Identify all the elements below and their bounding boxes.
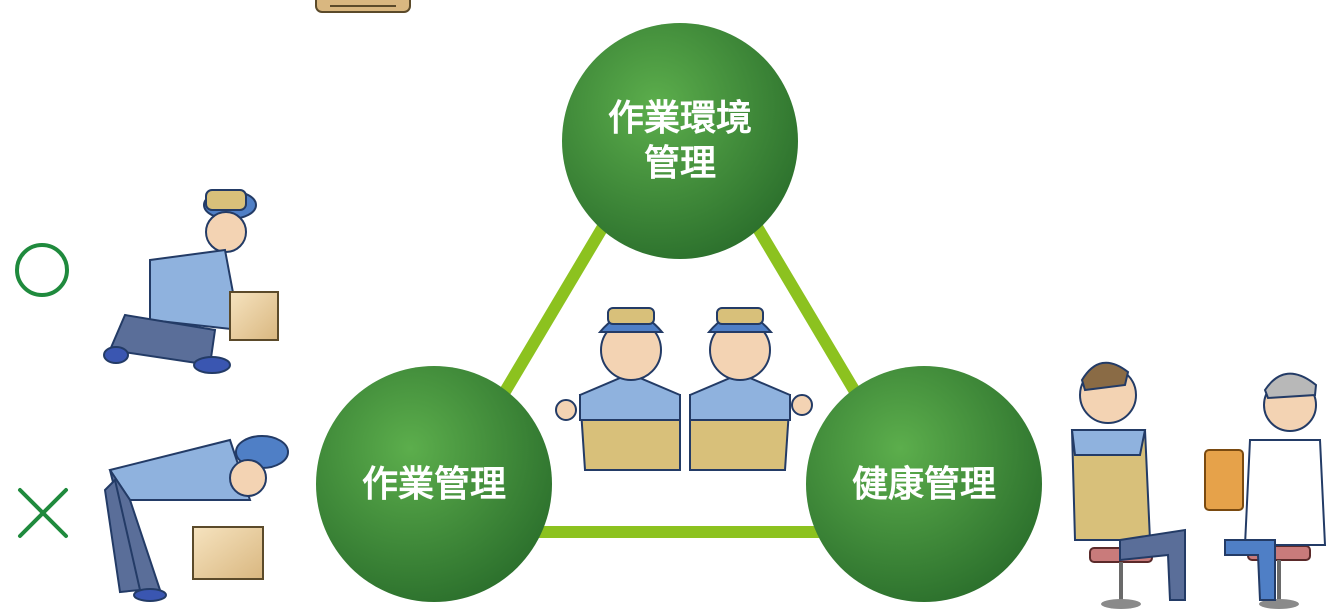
connector-env-work — [494, 211, 616, 404]
worker-squatting-icon — [103, 189, 279, 374]
circle-env — [562, 23, 798, 259]
correct-mark-symbol: ○ — [18, 240, 66, 300]
circle-label-work: 作業管理 — [361, 463, 506, 505]
wrong-mark-symbol: × — [18, 484, 66, 544]
triangle-connectors — [494, 211, 866, 538]
correct-mark-icon — [15, 243, 69, 297]
box-top-partial — [315, 0, 411, 13]
workers-pair-icon — [555, 307, 813, 471]
circle-label-health: 健康管理 — [851, 463, 996, 505]
circle-work — [316, 366, 552, 602]
circle-label-env: 作業環境 管理 — [607, 98, 752, 184]
worker-bending-icon — [103, 435, 289, 602]
circle-health — [806, 366, 1042, 602]
doctor-consultation-icon — [1070, 361, 1327, 609]
wrong-mark-icon — [18, 488, 68, 538]
connector-env-health — [744, 211, 866, 404]
